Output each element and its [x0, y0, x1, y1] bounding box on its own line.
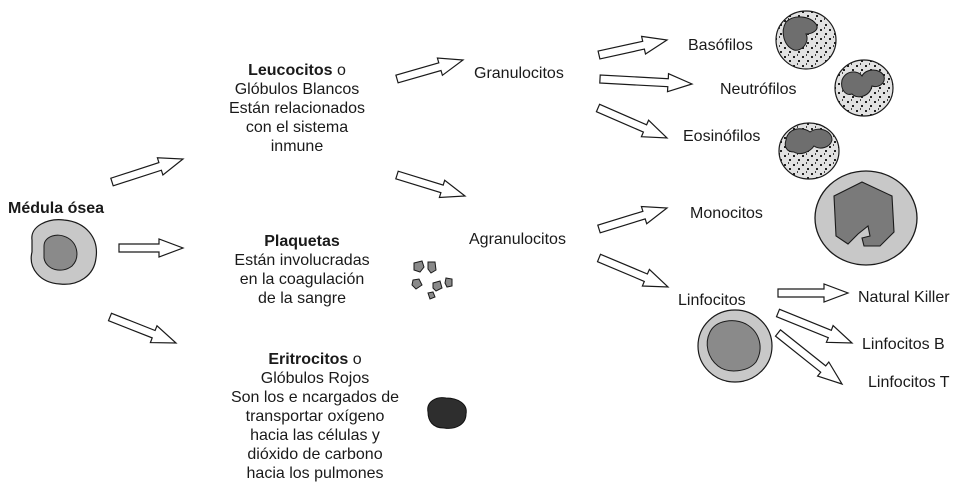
monocyte-icon	[814, 170, 918, 266]
eritrocitos-title: Eritrocitos	[268, 351, 349, 368]
linfocitos-b-label: Linfocitos B	[862, 336, 945, 353]
arrow-to-linfocitos-t	[774, 329, 844, 386]
natural-killer-label: Natural Killer	[858, 289, 950, 306]
platelets-icon	[411, 260, 453, 300]
eritrocitos-line: Glóbulos Rojos	[260, 370, 370, 387]
leucocitos-block: Leucocitos o Glóbulos Blancos Están rela…	[229, 61, 365, 156]
arrow-to-monocitos	[597, 205, 669, 234]
arrow-to-eosinofilos	[595, 103, 669, 139]
plaquetas-title: Plaquetas	[264, 233, 340, 250]
flow-arrows	[107, 35, 854, 386]
arrow-to-linfocitos-b	[775, 308, 854, 344]
arrow-to-natural-killer	[777, 283, 850, 303]
eritrocitos-line: transportar oxígeno	[245, 408, 385, 425]
eosinophil-icon	[778, 122, 840, 180]
leucocitos-line: con el sistema	[245, 119, 349, 136]
basophil-icon	[775, 10, 837, 70]
arrow-to-granulocitos	[395, 57, 465, 84]
eritrocitos-line: dióxido de carbono	[247, 446, 383, 463]
arrow-to-linfocitos	[596, 253, 670, 288]
leucocitos-title-suffix: o	[332, 62, 346, 79]
plaquetas-line: de la sangre	[257, 290, 347, 307]
linfocitos-t-label: Linfocitos T	[868, 374, 950, 391]
leucocitos-line: Glóbulos Blancos	[234, 81, 360, 98]
erythrocyte-icon	[427, 397, 467, 429]
neutrofilos-label: Neutrófilos	[720, 81, 797, 98]
leucocitos-line: inmune	[270, 138, 324, 155]
granulocitos-label: Granulocitos	[474, 65, 564, 82]
leucocitos-title: Leucocitos	[248, 62, 333, 79]
neutrophil-icon	[834, 59, 894, 117]
plaquetas-line: Están involucradas	[234, 252, 370, 269]
arrow-to-plaquetas	[118, 238, 185, 258]
eritrocitos-title-suffix: o	[348, 351, 362, 368]
monocitos-label: Monocitos	[690, 205, 763, 222]
plaquetas-block: Plaquetas Están involucradas en la coagu…	[234, 232, 369, 308]
arrow-to-neutrofilos	[599, 72, 694, 93]
eritrocitos-line: hacia las células y	[250, 427, 380, 444]
bone-marrow-label: Médula ósea	[8, 200, 105, 217]
arrow-to-leucocitos	[110, 157, 185, 187]
agranulocitos-label: Agranulocitos	[469, 231, 566, 248]
plaquetas-line: en la coagulación	[239, 271, 365, 288]
arrow-to-eritrocitos	[107, 312, 178, 344]
leucocitos-line: Están relacionados	[228, 100, 366, 117]
basofilos-label: Basófilos	[688, 37, 753, 54]
eosinofilos-label: Eosinófilos	[683, 128, 761, 145]
eritrocitos-line: Son los e ncargados de	[230, 389, 400, 406]
linfocitos-label: Linfocitos	[678, 292, 746, 309]
arrow-to-agranulocitos	[395, 170, 467, 199]
eritrocitos-line: hacia los pulmones	[246, 465, 384, 482]
lymphocyte-icon	[697, 309, 773, 383]
arrow-to-basofilos	[597, 35, 669, 60]
eritrocitos-block: Eritrocitos o Glóbulos Rojos Son los e n…	[231, 350, 399, 483]
bone-marrow-cell-icon	[30, 219, 97, 285]
